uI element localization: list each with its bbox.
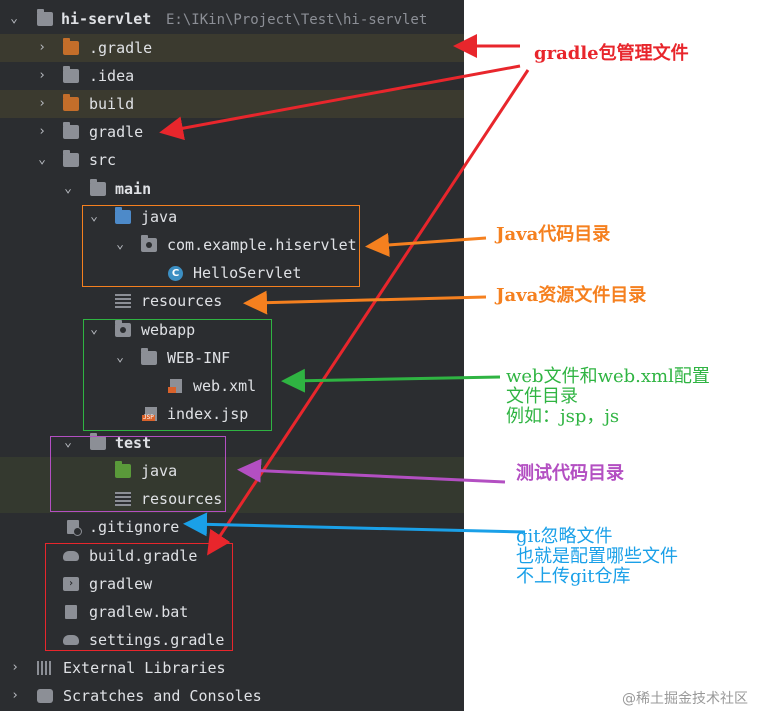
tree-item-label: gradle — [89, 123, 144, 141]
tree-item-test-resources[interactable]: resources — [0, 485, 464, 513]
tree-item-label: gradlew — [89, 575, 153, 593]
tree-item-scratches[interactable]: › Scratches and Consoles — [0, 682, 464, 710]
tree-item-index-jsp[interactable]: index.jsp — [0, 400, 464, 428]
annotation-gradle: gradle包管理文件 — [534, 43, 689, 64]
chevron-down-icon[interactable]: ⌄ — [116, 237, 124, 252]
tree-item-label: build.gradle — [89, 547, 198, 565]
tree-item-webapp[interactable]: ⌄ webapp — [0, 316, 464, 344]
chevron-down-icon[interactable]: ⌄ — [64, 181, 72, 196]
shell-file-icon: › — [63, 577, 79, 591]
tree-item-label: webapp — [141, 321, 196, 339]
folder-icon — [63, 122, 79, 139]
tree-item-gradlew[interactable]: › gradlew — [0, 570, 464, 598]
scratches-icon — [37, 689, 53, 703]
test-source-folder-icon — [115, 461, 131, 478]
annotation-gitignore: git忽略文件 也就是配置哪些文件 不上传git仓库 — [516, 526, 678, 587]
chevron-down-icon[interactable]: ⌄ — [38, 152, 46, 167]
chevron-right-icon[interactable]: › — [11, 688, 19, 703]
tree-item-label: resources — [141, 292, 223, 310]
project-tree: ⌄ hi-servlet E:\IKin\Project\Test\hi-ser… — [0, 0, 464, 711]
tree-root[interactable]: ⌄ hi-servlet E:\IKin\Project\Test\hi-ser… — [0, 5, 464, 33]
tree-item-external-libraries[interactable]: › External Libraries — [0, 654, 464, 682]
annotation-resources: Java资源文件目录 — [496, 285, 647, 306]
module-folder-icon — [90, 433, 106, 450]
tree-item-label: settings.gradle — [89, 631, 225, 649]
chevron-right-icon[interactable]: › — [38, 124, 46, 139]
tree-item-label: java — [141, 462, 178, 480]
tree-item-label: .idea — [89, 67, 135, 85]
tree-item-label: com.example.hiservlet — [167, 236, 357, 254]
class-icon: C — [168, 266, 183, 281]
tree-item-label: HelloServlet — [193, 264, 302, 282]
tree-item-main[interactable]: ⌄ main — [0, 175, 464, 203]
chevron-down-icon[interactable]: ⌄ — [90, 322, 98, 337]
module-folder-icon — [37, 9, 53, 26]
chevron-right-icon[interactable]: › — [38, 40, 46, 55]
tree-item-build-gradle[interactable]: build.gradle — [0, 542, 464, 570]
tree-item-resources[interactable]: resources — [0, 287, 464, 315]
chevron-down-icon[interactable]: ⌄ — [90, 209, 98, 224]
folder-icon — [141, 348, 157, 365]
folder-orange-icon — [63, 38, 79, 55]
tree-item-label: test — [115, 434, 152, 452]
tree-item-label: .gitignore — [89, 518, 180, 536]
tree-item-web-inf[interactable]: ⌄ WEB-INF — [0, 344, 464, 372]
annotation-area — [464, 0, 774, 711]
chevron-down-icon[interactable]: ⌄ — [10, 11, 18, 26]
source-folder-icon — [115, 207, 131, 224]
tree-item-web-xml[interactable]: web.xml — [0, 372, 464, 400]
chevron-right-icon[interactable]: › — [38, 96, 46, 111]
chevron-down-icon[interactable]: ⌄ — [116, 350, 124, 365]
tree-item-label: src — [89, 151, 117, 169]
tree-item-label: Scratches and Consoles — [63, 687, 262, 705]
tree-item-gradlew-bat[interactable]: gradlew.bat — [0, 598, 464, 626]
tree-item-label: main — [115, 180, 152, 198]
tree-item-test[interactable]: ⌄ test — [0, 429, 464, 457]
folder-icon — [63, 66, 79, 83]
tree-item-settings-gradle[interactable]: settings.gradle — [0, 626, 464, 654]
chevron-down-icon[interactable]: ⌄ — [64, 435, 72, 450]
gradle-file-icon — [63, 551, 79, 561]
web-folder-icon — [115, 320, 131, 337]
tree-item-package[interactable]: ⌄ com.example.hiservlet — [0, 231, 464, 259]
project-name: hi-servlet — [61, 10, 152, 28]
tree-item-label: WEB-INF — [167, 349, 231, 367]
tree-item-java[interactable]: ⌄ java — [0, 203, 464, 231]
tree-item-label: java — [141, 208, 178, 226]
package-icon — [141, 235, 157, 252]
folder-icon — [63, 150, 79, 167]
tree-item-label: External Libraries — [63, 659, 226, 677]
annotation-webapp: web文件和web.xml配置 文件目录 例如：jsp，js — [506, 366, 710, 427]
text-file-icon — [65, 605, 77, 619]
tree-item-gradle-cache[interactable]: › .gradle — [0, 34, 464, 62]
tree-item-label: build — [89, 95, 135, 113]
tree-item-label: .gradle — [89, 39, 153, 57]
tree-item-label: resources — [141, 490, 223, 508]
module-folder-icon — [90, 179, 106, 196]
folder-orange-icon — [63, 94, 79, 111]
annotation-java: Java代码目录 — [496, 224, 611, 245]
tree-item-label: web.xml — [193, 377, 257, 395]
chevron-right-icon[interactable]: › — [11, 660, 19, 675]
libraries-icon — [37, 661, 53, 675]
project-path: E:\IKin\Project\Test\hi-servlet — [166, 12, 428, 28]
test-resources-folder-icon — [115, 492, 131, 506]
tree-item-label: index.jsp — [167, 405, 249, 423]
tree-item-build[interactable]: › build — [0, 90, 464, 118]
chevron-right-icon[interactable]: › — [38, 68, 46, 83]
resources-folder-icon — [115, 294, 131, 308]
watermark: @稀土掘金技术社区 — [622, 691, 748, 707]
tree-item-gradle[interactable]: › gradle — [0, 118, 464, 146]
tree-item-test-java[interactable]: java — [0, 457, 464, 485]
tree-item-gitignore[interactable]: .gitignore — [0, 513, 464, 541]
gitignore-file-icon — [67, 520, 82, 536]
tree-item-helloservlet[interactable]: C HelloServlet — [0, 259, 464, 287]
annotation-test: 测试代码目录 — [516, 463, 624, 484]
jsp-file-icon — [142, 407, 157, 421]
xml-file-icon — [168, 379, 182, 393]
tree-item-idea[interactable]: › .idea — [0, 62, 464, 90]
tree-item-src[interactable]: ⌄ src — [0, 146, 464, 174]
tree-item-label: gradlew.bat — [89, 603, 189, 621]
gradle-file-icon — [63, 635, 79, 645]
